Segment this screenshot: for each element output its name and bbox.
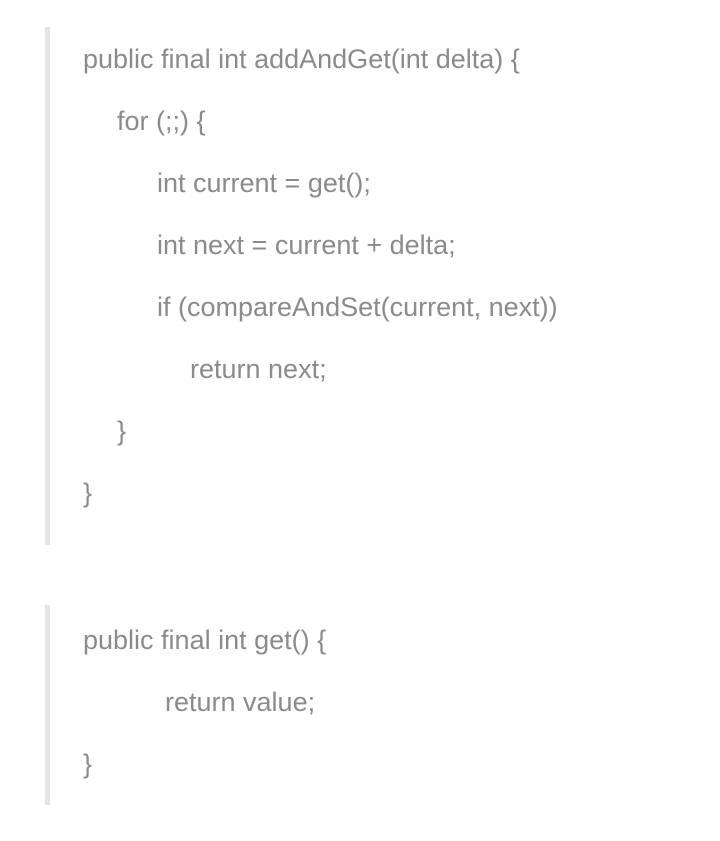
- code-line: if (compareAndSet(current, next)): [157, 292, 558, 322]
- code-block-add-and-get: public final int addAndGet(int delta) { …: [45, 27, 705, 545]
- code-block-get: public final int get() { return value; }: [45, 605, 705, 805]
- code-line: public final int addAndGet(int delta) {: [83, 44, 520, 74]
- code-line: int current = get();: [157, 168, 371, 198]
- code-line: for (;;) {: [117, 106, 206, 136]
- code-line: }: [83, 749, 93, 779]
- code-lines-add-and-get: public final int addAndGet(int delta) { …: [50, 27, 705, 524]
- code-line: return next;: [190, 354, 327, 384]
- code-line: int next = current + delta;: [157, 230, 456, 260]
- code-line: return value;: [165, 687, 316, 717]
- code-line: }: [83, 478, 93, 508]
- code-lines-get: public final int get() { return value; }: [50, 605, 705, 795]
- code-line: }: [117, 416, 127, 446]
- code-line: public final int get() {: [83, 625, 327, 655]
